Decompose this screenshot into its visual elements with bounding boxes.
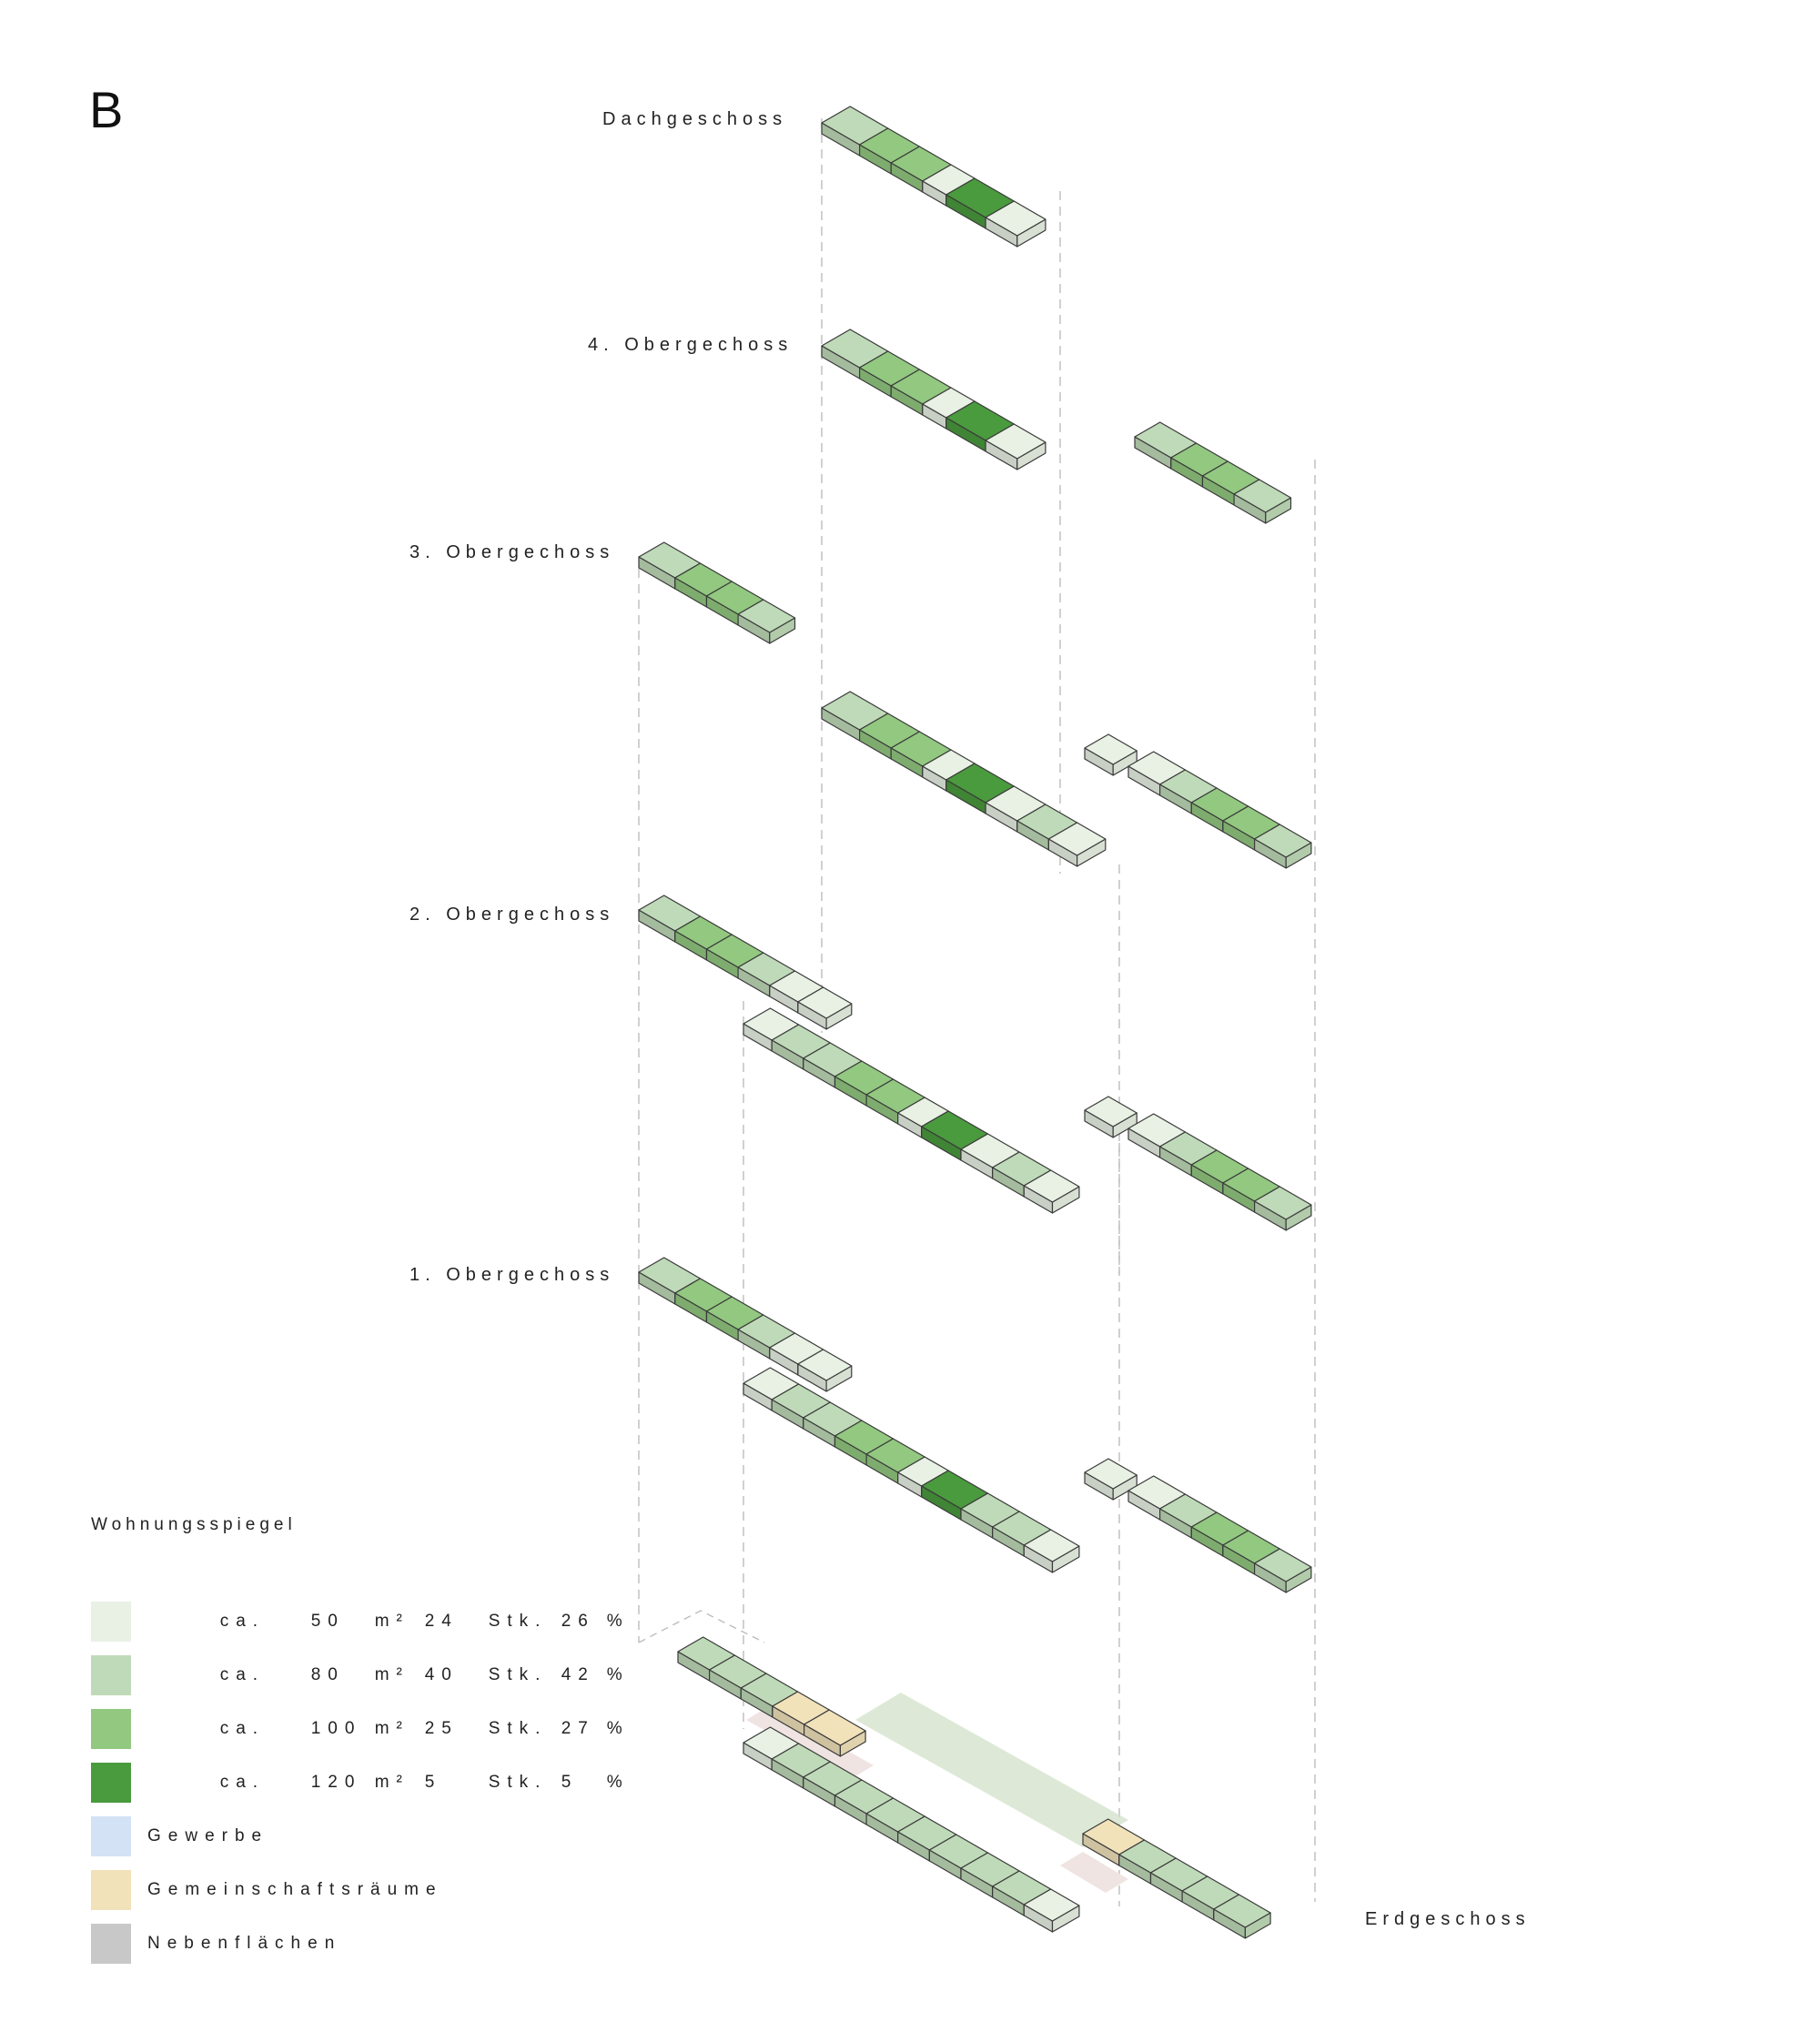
legend-pct: 26: [561, 1612, 595, 1631]
block-gemeinschaft: [803, 1709, 866, 1757]
block-c50: [1023, 1169, 1080, 1214]
legend-ca: ca.: [219, 1612, 266, 1631]
legend-unit: m²: [374, 1773, 410, 1792]
legend-pct: 5: [561, 1773, 579, 1792]
legend-size: 50: [310, 1612, 345, 1631]
legend-item-gewerbe: Gewerbe: [91, 1816, 268, 1856]
legend-item-50: ca. 50 m² 24 Stk. 26%: [91, 1602, 630, 1642]
legend-ca: ca.: [219, 1719, 266, 1738]
block-c80: [1213, 1894, 1271, 1939]
legend-ca: ca.: [219, 1773, 266, 1792]
block-top-face: [1047, 822, 1107, 856]
block-top-face: [1023, 1888, 1080, 1922]
courtyard-green-path: [855, 1693, 1128, 1847]
block-top-face: [1084, 733, 1138, 765]
legend-swatch-120: [91, 1763, 131, 1803]
block-c50: [797, 1349, 853, 1392]
legend-swatch-nebenflaechen: [91, 1924, 131, 1964]
legend-pct: 42: [561, 1665, 595, 1684]
ground-floor-paths: [638, 1610, 1128, 1893]
plan-variant-letter: B: [89, 81, 124, 138]
floor-label-3-og: 3. Obergechoss: [410, 542, 615, 562]
block-c80: [1253, 1548, 1312, 1593]
floor-label-1-og: 1. Obergechoss: [410, 1265, 615, 1285]
legend-pct-sign: %: [606, 1719, 630, 1738]
block-c50: [1023, 1529, 1080, 1573]
legend-unit: m²: [374, 1665, 410, 1684]
block-c50: [985, 423, 1046, 470]
block-top-face: [1253, 1548, 1312, 1582]
legend-pct-sign: %: [606, 1665, 630, 1684]
legend-item-100: ca. 100 m² 25 Stk. 27%: [91, 1709, 630, 1749]
block-top-face: [1213, 1894, 1271, 1928]
block-c80: [1233, 479, 1292, 524]
legend-count: 24: [424, 1612, 459, 1631]
legend-size: 80: [310, 1665, 345, 1684]
legend-swatch-gewerbe: [91, 1816, 131, 1856]
block-top-face: [1023, 1169, 1080, 1203]
floor-label-2-og: 2. Obergechoss: [410, 905, 615, 925]
legend-unit: m²: [374, 1719, 410, 1738]
legend-ca: ca.: [219, 1665, 266, 1684]
courtyard-gravel-path: [1060, 1852, 1128, 1893]
legend-swatch-gemeinschaftsraeume: [91, 1870, 131, 1910]
block-c50: [985, 200, 1046, 248]
block-top-face: [985, 200, 1046, 237]
block-top-face: [1233, 479, 1292, 513]
block-c80: [1253, 1186, 1312, 1231]
legend-count: 40: [424, 1665, 459, 1684]
block-top-face: [985, 423, 1046, 460]
ground-outline-dashed: [638, 1610, 765, 1643]
legend-unit: m²: [374, 1612, 410, 1631]
legend-stk: Stk.: [488, 1665, 548, 1684]
block-top-face: [737, 599, 796, 633]
apartment-blocks: [638, 106, 1312, 1939]
legend-item-nebenflaechen: Nebenflächen: [91, 1924, 341, 1964]
block-c50: [1084, 1458, 1138, 1501]
legend-item-gemeinschaftsraeume: Gemeinschaftsräume: [91, 1870, 443, 1910]
legend-item-80: ca. 80 m² 40 Stk. 42%: [91, 1655, 630, 1695]
block-top-face: [797, 986, 853, 1019]
block-top-face: [1084, 1458, 1138, 1490]
block-top-face: [1084, 1096, 1138, 1127]
legend-label-gewerbe: Gewerbe: [147, 1826, 269, 1845]
courtyard-gravel-path: [746, 1706, 874, 1779]
legend-stk: Stk.: [488, 1773, 548, 1792]
legend-label-nebenflaechen: Nebenflächen: [147, 1934, 342, 1953]
vertical-guide-lines: [638, 118, 1316, 1906]
block-c50: [1047, 822, 1107, 867]
block-top-face: [1023, 1529, 1080, 1562]
block-c50: [1084, 1096, 1138, 1138]
legend-stk: Stk.: [488, 1612, 548, 1631]
legend-swatch-80: [91, 1655, 131, 1695]
legend-pct-sign: %: [606, 1773, 630, 1792]
floor-label-4-og: 4. Obergechoss: [588, 335, 794, 355]
legend-item-120: ca. 120 m² 5 Stk. 5%: [91, 1763, 630, 1803]
block-c50: [1023, 1888, 1080, 1933]
legend-size: 100: [310, 1719, 362, 1738]
block-top-face: [1253, 824, 1312, 858]
block-c50: [797, 986, 853, 1030]
legend-size: 120: [310, 1773, 362, 1792]
legend-title: Wohnungsspiegel: [91, 1515, 297, 1534]
block-top-face: [797, 1349, 853, 1381]
legend-pct-sign: %: [606, 1612, 630, 1631]
legend-pct: 27: [561, 1719, 595, 1738]
legend-count: 25: [424, 1719, 459, 1738]
legend-stk: Stk.: [488, 1719, 548, 1738]
legend-label-gemeinschaftsraeume: Gemeinschaftsräume: [147, 1880, 443, 1899]
block-c80: [1253, 824, 1312, 869]
block-c80: [737, 599, 796, 644]
block-top-face: [1253, 1186, 1312, 1220]
legend-swatch-100: [91, 1709, 131, 1749]
block-c50: [1084, 733, 1138, 776]
floor-label-dachgeschoss: Dachgeschoss: [602, 109, 788, 129]
legend-swatch-50: [91, 1602, 131, 1642]
legend-count: 5: [424, 1773, 442, 1792]
block-top-face: [803, 1709, 866, 1746]
floor-label-erdgeschoss: Erdgeschoss: [1365, 1909, 1531, 1929]
